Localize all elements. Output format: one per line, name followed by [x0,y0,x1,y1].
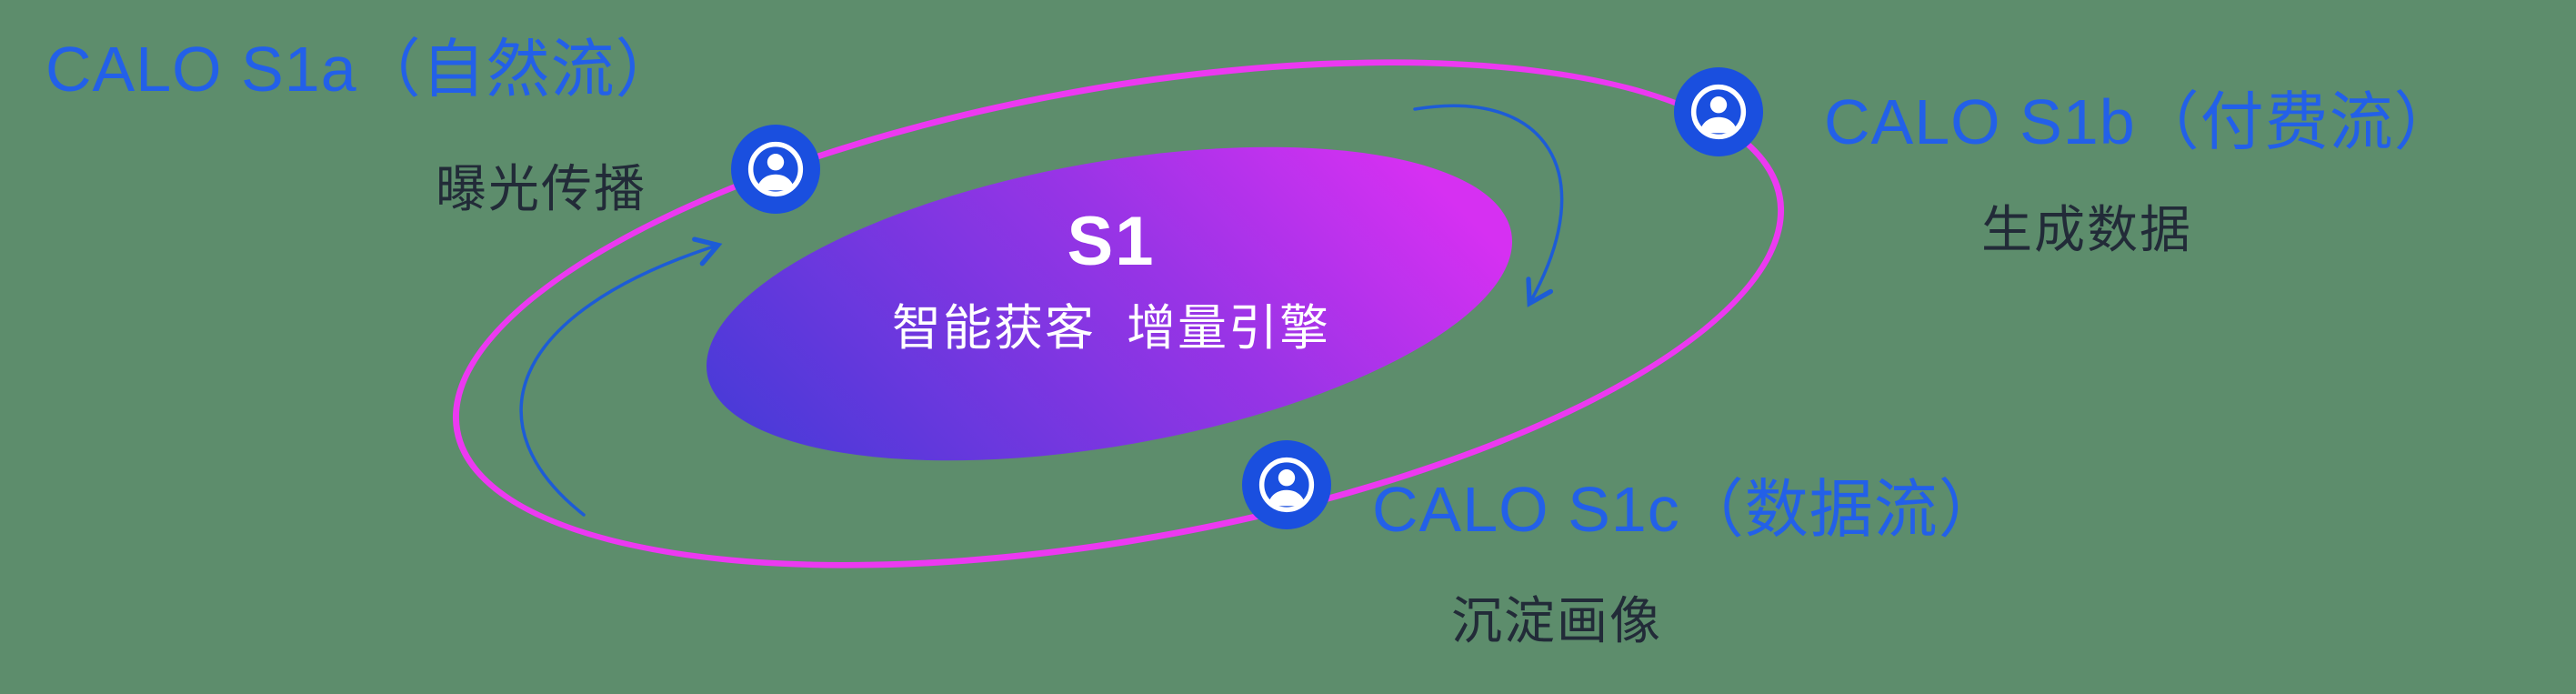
core-title: S1 [1067,203,1156,280]
arrow-top-right-down [1413,104,1564,307]
sublabel-s1b: 生成数据 [1981,201,2192,258]
user-icon-s1a [731,125,820,214]
label-s1a: CALO S1a（自然流） [45,34,680,105]
user-icon-s1b [1674,67,1763,156]
arrow-left-up [519,236,723,517]
sublabel-s1a: 曝光传播 [436,160,647,217]
label-s1c: CALO S1c（数据流） [1372,474,2003,545]
user-icon-s1c [1242,440,1331,529]
sublabel-s1c: 沉淀画像 [1451,592,1662,649]
core-subtitle: 智能获客 增量引擎 [891,300,1330,356]
core-text: S1 智能获客 增量引擎 [793,206,1429,359]
label-s1b: CALO S1b（付费流） [1824,86,2459,157]
